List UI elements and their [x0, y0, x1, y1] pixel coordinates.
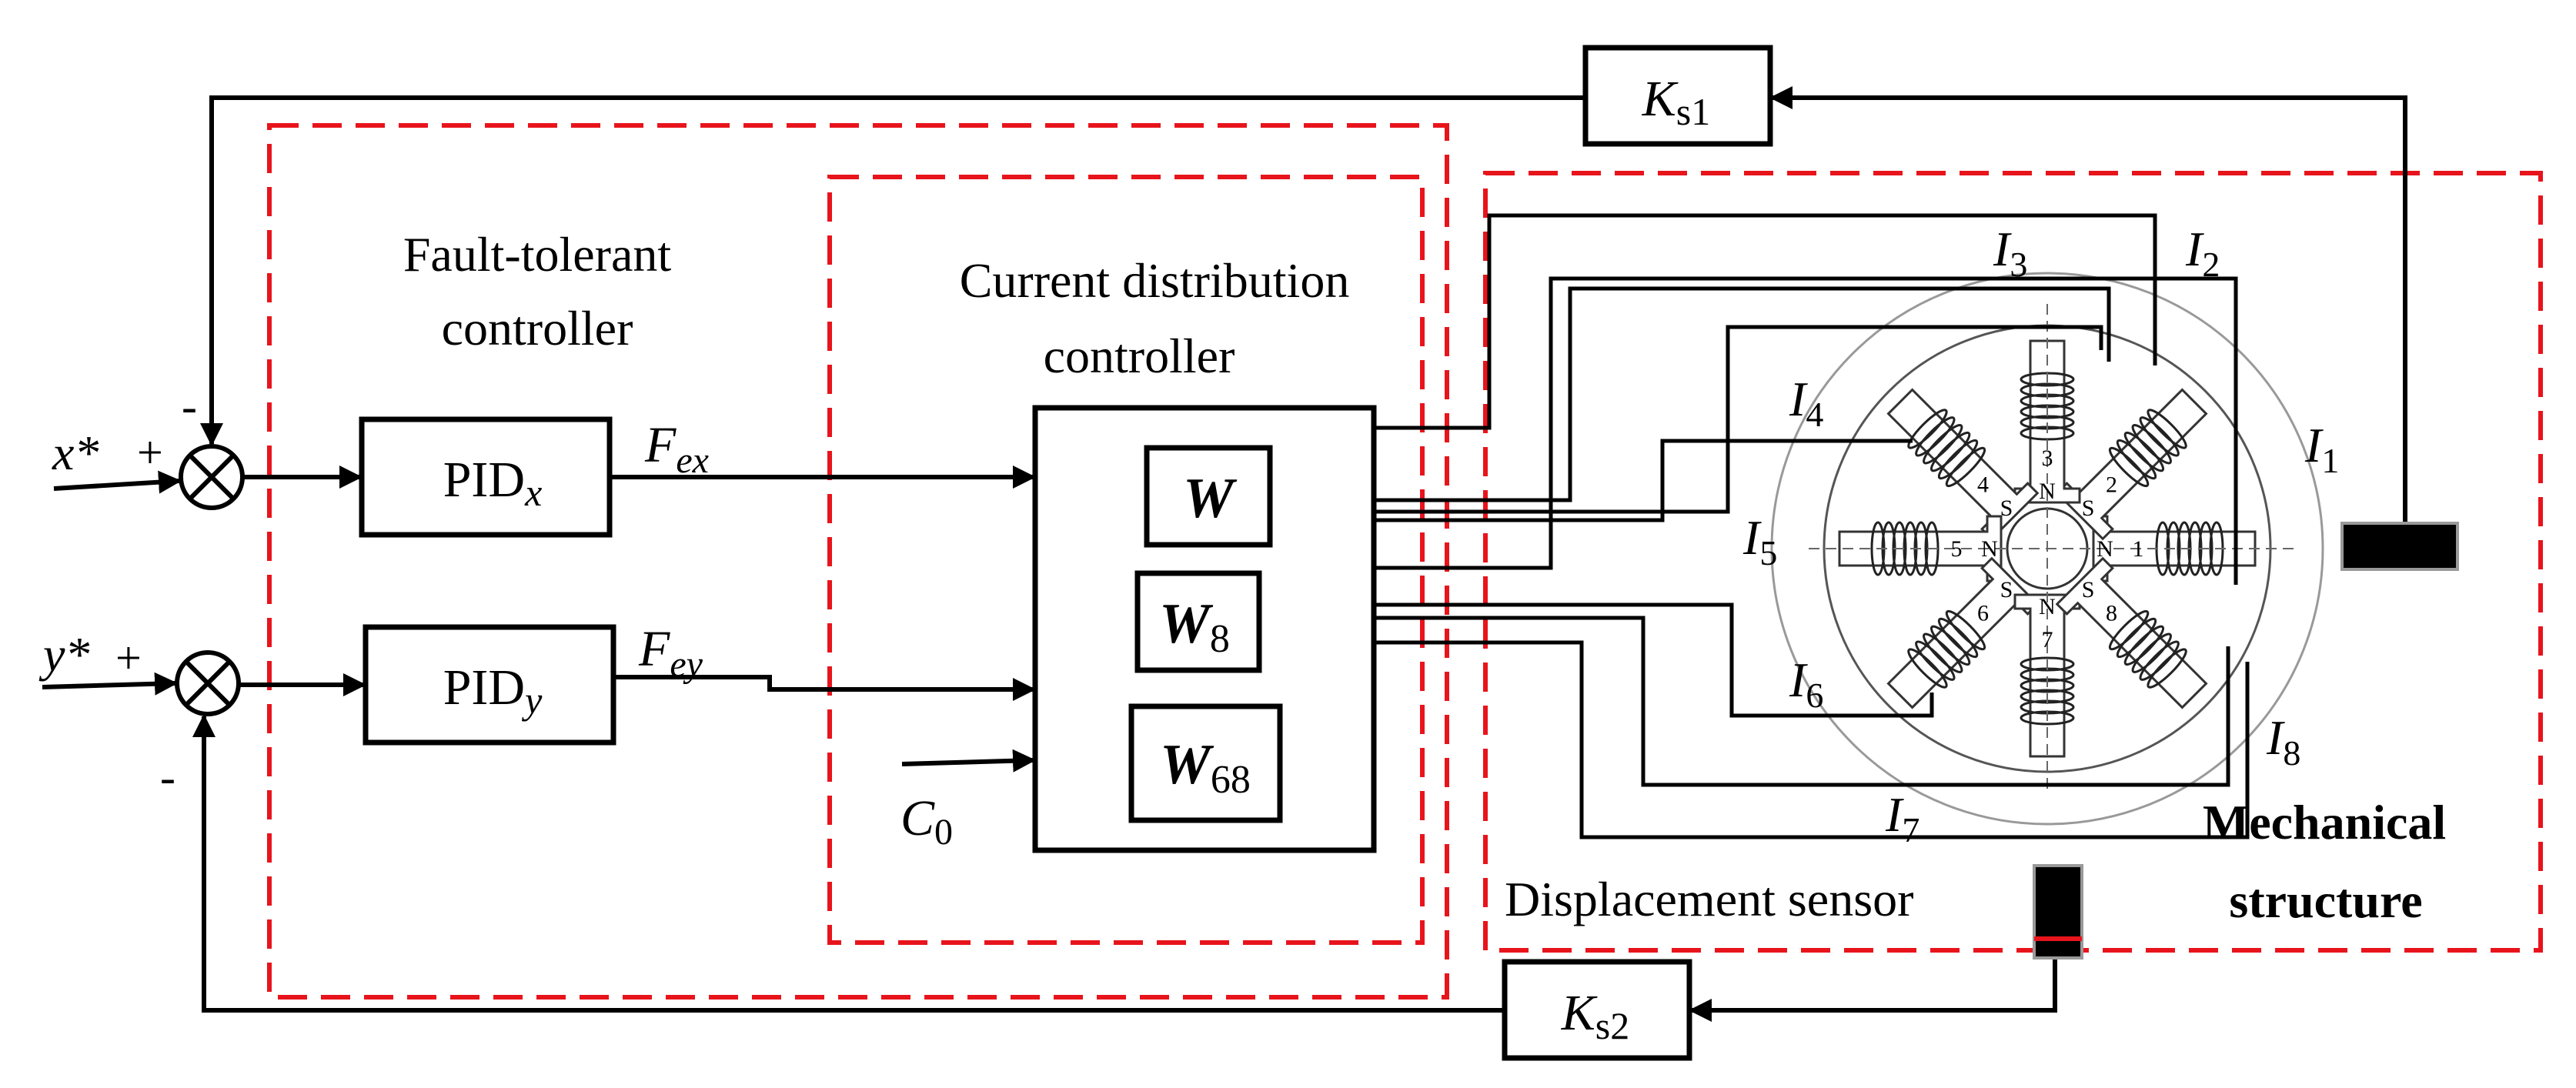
pole-polarity-1: N	[2097, 536, 2113, 562]
stator-pole-4	[1886, 388, 2040, 541]
pole-number-5: 5	[1951, 536, 1963, 562]
fault-tolerant-region	[267, 123, 1449, 1000]
fault-tolerant-label: Fault-tolerant	[403, 227, 672, 282]
w68-text: W	[1160, 733, 1214, 796]
w-matrix-block	[1144, 445, 1273, 548]
fex-subscript: ex	[676, 440, 709, 481]
svg-text:Ks1: Ks1	[1642, 71, 1711, 133]
current-label-4: I4	[1789, 372, 1823, 434]
svg-text:W8: W8	[1159, 592, 1230, 661]
controller-label: controller	[442, 301, 633, 355]
ks1-subscript: s1	[1676, 90, 1710, 133]
distribution-block: W W8 W68	[1032, 405, 1377, 853]
pid-y-subscript: y	[521, 679, 543, 722]
x-ref-arrow	[53, 470, 182, 494]
c0-label: C	[900, 790, 935, 846]
ks2-subscript: s2	[1595, 1004, 1629, 1047]
stator-pole-2	[2055, 388, 2208, 541]
stator-pole-7	[2013, 593, 2081, 758]
ks1-block: Ks1	[1582, 45, 1773, 147]
current-label-6: I6	[1789, 652, 1823, 715]
pole-number-3: 3	[2042, 446, 2053, 471]
svg-text:PIDy: PIDy	[443, 659, 543, 722]
mechanical-region	[1483, 171, 2543, 953]
x-ref-label: x*	[52, 426, 99, 480]
feedback-x-return	[200, 95, 1585, 446]
w8-matrix-block	[1134, 570, 1262, 673]
pole-number-6: 6	[1977, 600, 1989, 626]
pole-polarity-6: S	[2000, 577, 2013, 602]
summing-junction-y-icon	[175, 650, 241, 716]
fey-label: F	[638, 621, 670, 677]
feedback-x-line	[1769, 86, 2407, 523]
y-ref-arrow	[42, 672, 178, 696]
pole-number-4: 4	[1977, 472, 1989, 498]
dashed-regions	[267, 123, 2543, 1000]
structure-label: structure	[2229, 873, 2422, 928]
mechanical-label: Mechanical	[2203, 795, 2446, 849]
pid-x-block: PIDx	[359, 416, 613, 538]
svg-text:Fex: Fex	[644, 417, 709, 481]
pid-x-subscript: x	[524, 471, 542, 514]
w68-matrix-block	[1128, 703, 1283, 823]
y-plus-label: +	[115, 632, 142, 683]
svg-text:Ks2: Ks2	[1561, 985, 1630, 1047]
w8-subscript: 8	[1210, 617, 1230, 661]
fex-label: F	[644, 417, 677, 473]
svg-text:C0: C0	[900, 790, 953, 853]
fey-arrow	[613, 675, 1036, 701]
displacement-sensor-label: Displacement sensor	[1505, 872, 1913, 926]
pid-y-text: PID	[443, 659, 525, 716]
pole-number-2: 2	[2106, 472, 2117, 498]
feedback-y-return	[192, 714, 1505, 1013]
svg-text:W68: W68	[1160, 733, 1251, 802]
pid-y-block: PIDy	[363, 624, 616, 746]
current-label-5: I5	[1742, 510, 1777, 572]
stator-pole-6	[1886, 556, 2040, 709]
current-controller-label: controller	[1044, 329, 1235, 383]
pole-polarity-4: S	[2000, 496, 2013, 521]
pole-polarity-2: S	[2082, 496, 2095, 521]
current-label-8: I8	[2266, 710, 2300, 773]
w-matrix-text: W	[1183, 467, 1238, 530]
ks2-text: K	[1561, 985, 1598, 1041]
signal-lines	[42, 86, 2407, 1022]
y-ref-label: y*	[38, 627, 89, 682]
ks1-text: K	[1642, 71, 1679, 127]
w8-text: W	[1159, 592, 1214, 656]
current-label-3: I3	[1993, 222, 2027, 284]
x-sensor-icon	[2340, 522, 2459, 571]
c0-subscript: 0	[934, 812, 953, 853]
pole-polarity-5: N	[1981, 536, 1998, 562]
x-minus-label: -	[182, 381, 197, 432]
c0-arrow	[901, 749, 1036, 773]
current-label-1: I1	[2304, 418, 2339, 480]
summing-junction-x-icon	[179, 444, 245, 510]
current-distribution-region	[827, 175, 1425, 945]
pid-x-text: PID	[443, 452, 525, 508]
feedback-y-line	[1689, 923, 2057, 1022]
pole-number-1: 1	[2133, 536, 2144, 562]
x-plus-label: +	[137, 427, 163, 478]
current-distribution-label: Current distribution	[960, 253, 1350, 308]
pole-polarity-3: N	[2039, 479, 2056, 504]
fey-subscript: ey	[670, 644, 703, 685]
ks2-block: Ks2	[1502, 959, 1692, 1061]
w68-subscript: 68	[1211, 758, 1251, 802]
svg-text:PIDx: PIDx	[443, 452, 543, 514]
svg-text:Fey: Fey	[638, 621, 703, 685]
pole-polarity-8: S	[2082, 577, 2095, 602]
current-wires	[1374, 213, 2250, 839]
stator-pole-8	[2055, 556, 2208, 709]
pole-polarity-7: N	[2039, 594, 2056, 619]
current-label-7: I7	[1885, 787, 1919, 849]
y-minus-label: -	[160, 752, 175, 803]
pole-number-8: 8	[2106, 600, 2117, 626]
pole-number-7: 7	[2042, 627, 2053, 652]
current-label-2: I2	[2185, 222, 2220, 284]
y-sensor-icon	[2033, 864, 2083, 960]
